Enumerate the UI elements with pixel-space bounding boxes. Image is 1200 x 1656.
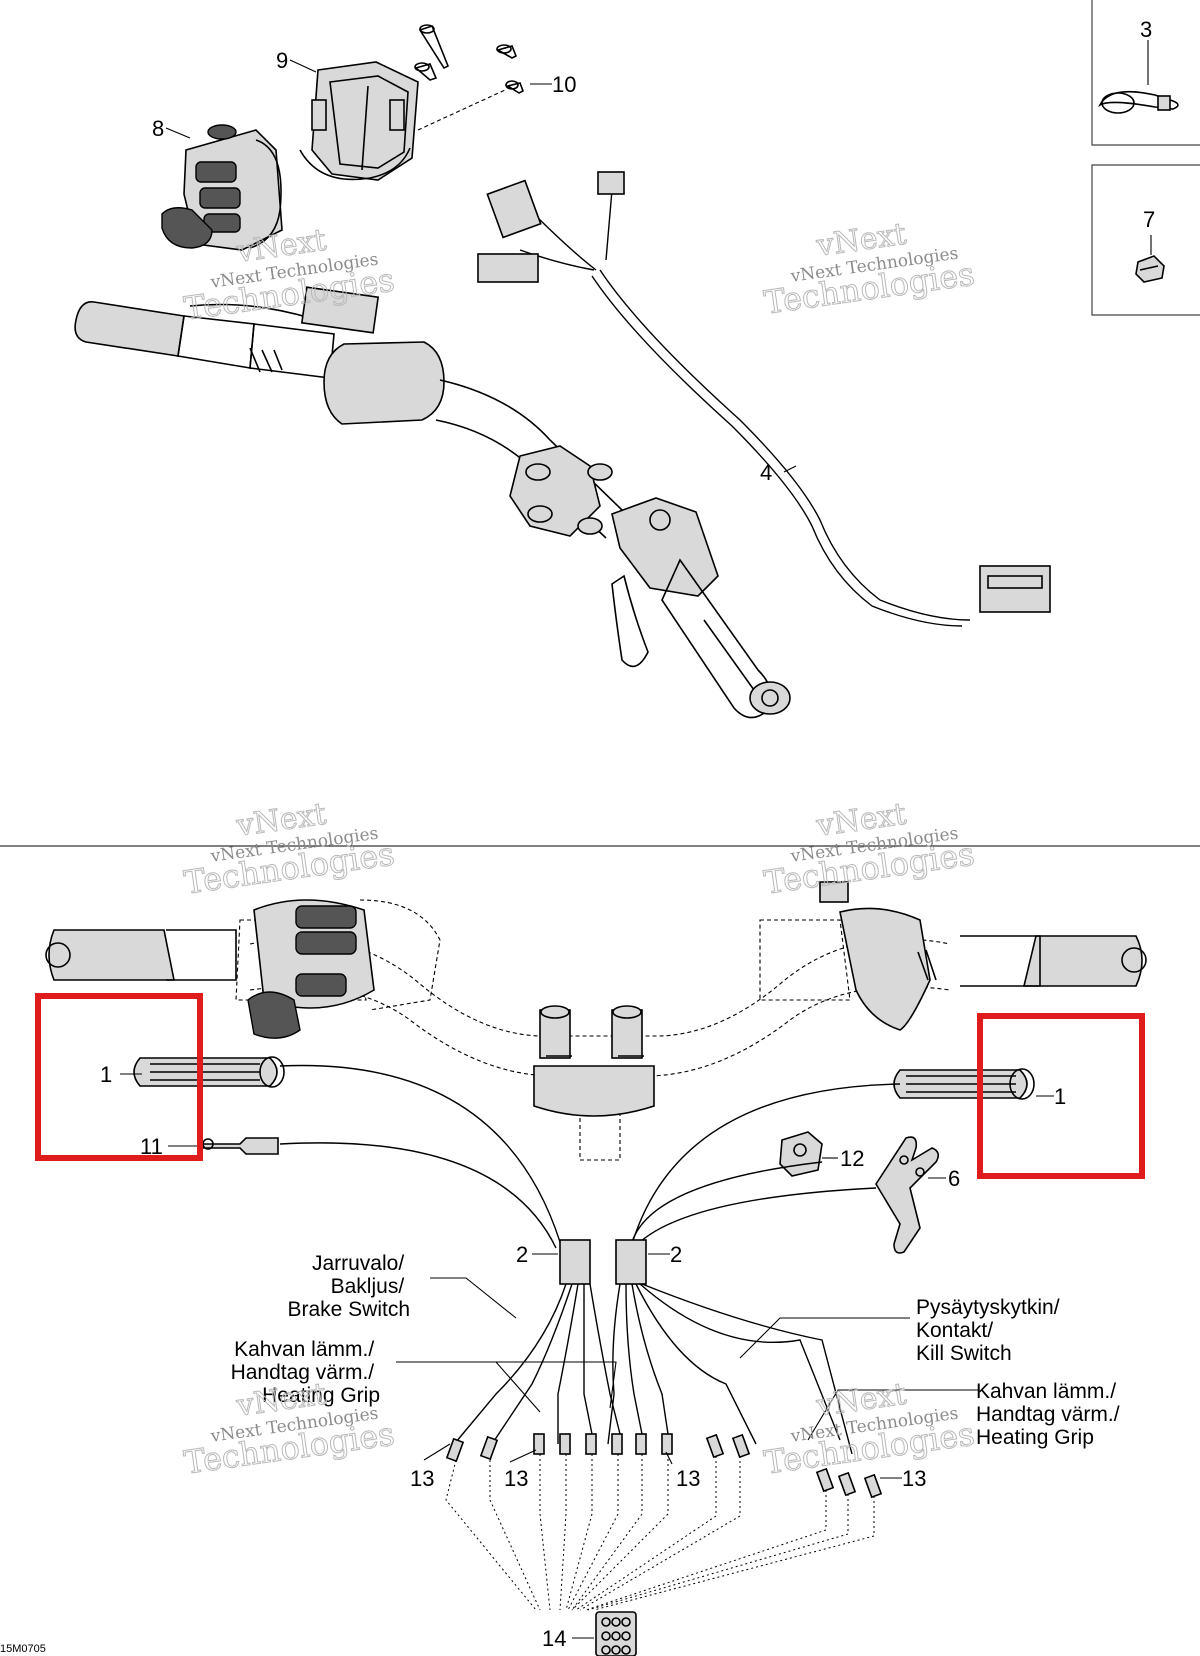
callout-2-left: 2 bbox=[516, 1242, 528, 1267]
callout-13-d: 13 bbox=[902, 1466, 926, 1491]
part-12-switch bbox=[779, 1131, 823, 1177]
label-brake-line-2: Bakljus/ bbox=[331, 1275, 405, 1298]
callout-4: 4 bbox=[760, 460, 772, 485]
right-grip-assembly bbox=[611, 497, 791, 719]
part-11-connector bbox=[199, 1137, 279, 1155]
left-assembled-grip bbox=[45, 899, 441, 1039]
callout-13-b: 13 bbox=[504, 1466, 528, 1491]
callout-10: 10 bbox=[552, 72, 576, 97]
lower-assembled-view: 1 11 1 12 6 bbox=[0, 881, 1147, 1656]
callout-13-c: 13 bbox=[676, 1466, 700, 1491]
watermark-3: vNext vNext Technologies Technologies bbox=[181, 796, 397, 902]
callout-11: 11 bbox=[140, 1134, 163, 1159]
lower-harness-wires bbox=[279, 1064, 901, 1499]
callout-6: 6 bbox=[948, 1166, 960, 1191]
label-heat-left-line-2: Handtag värm./ bbox=[231, 1361, 375, 1384]
part-1-right-heating-element bbox=[893, 1068, 1035, 1100]
inset-box-part-3: 3 bbox=[1091, 0, 1200, 146]
highlight-box-left bbox=[35, 993, 203, 1161]
label-heating-grip-left: Kahvan lämm./ Handtag värm./ Heating Gri… bbox=[231, 1338, 380, 1407]
callout-13-a: 13 bbox=[410, 1466, 434, 1491]
label-kill-line-1: Pysäytyskytkin/ bbox=[916, 1296, 1060, 1319]
watermark-6: vNext vNext Technologies Technologies bbox=[761, 1376, 977, 1482]
drawing-code: 15M0705 bbox=[0, 1643, 46, 1655]
callout-1-left: 1 bbox=[100, 1062, 112, 1087]
part-14-connector bbox=[595, 1611, 637, 1656]
part-1-left-heating-element bbox=[133, 1056, 285, 1088]
screws bbox=[414, 24, 525, 94]
label-heating-grip-right: Kahvan lämm./ Handtag värm./ Heating Gri… bbox=[976, 1380, 1125, 1449]
watermark-5: vNext vNext Technologies Technologies bbox=[181, 1376, 397, 1482]
watermark-4: vNext vNext Technologies Technologies bbox=[761, 796, 977, 902]
highlight-box-right bbox=[977, 1013, 1145, 1179]
inset-box-part-7: 7 bbox=[1091, 164, 1200, 316]
dotted-connection-lines bbox=[445, 1454, 875, 1611]
callout-14: 14 bbox=[542, 1626, 566, 1651]
callout-8: 8 bbox=[152, 116, 164, 141]
part-9-housing bbox=[299, 61, 419, 181]
part-4-harness bbox=[477, 171, 1051, 627]
label-heat-right-line-1: Kahvan lämm./ bbox=[976, 1380, 1116, 1403]
label-heat-right-line-3: Heating Grip bbox=[976, 1426, 1094, 1449]
label-kill-line-3: Kill Switch bbox=[916, 1342, 1012, 1365]
part-6-bracket bbox=[875, 1136, 940, 1254]
upper-exploded-view: 10 9 8 bbox=[74, 24, 1051, 719]
label-heat-left-line-1: Kahvan lämm./ bbox=[234, 1338, 374, 1361]
callout-9: 9 bbox=[276, 48, 288, 73]
callout-7: 7 bbox=[1143, 207, 1155, 232]
callout-2-right: 2 bbox=[670, 1242, 682, 1267]
label-heat-right-line-2: Handtag värm./ bbox=[976, 1403, 1120, 1426]
callout-1-right: 1 bbox=[1054, 1084, 1066, 1109]
callout-12: 12 bbox=[840, 1146, 864, 1171]
label-brake-line-3: Brake Switch bbox=[287, 1298, 410, 1321]
center-clamp bbox=[533, 1005, 655, 1117]
watermark-2: vNext vNext Technologies Technologies bbox=[761, 216, 977, 322]
label-kill-switch: Pysäytyskytkin/ Kontakt/ Kill Switch bbox=[916, 1296, 1065, 1365]
label-kill-line-2: Kontakt/ bbox=[916, 1319, 993, 1342]
label-brake-switch: Jarruvalo/ Bakljus/ Brake Switch bbox=[287, 1252, 410, 1321]
callout-3: 3 bbox=[1140, 17, 1152, 42]
label-brake-line-1: Jarruvalo/ bbox=[312, 1252, 404, 1275]
label-heat-left-line-3: Heating Grip bbox=[262, 1384, 380, 1407]
handlebar-tube bbox=[435, 379, 623, 539]
part-8-switch-housing bbox=[161, 124, 283, 251]
right-assembled-grip bbox=[759, 881, 1147, 1031]
left-grip-assembly bbox=[74, 286, 445, 425]
